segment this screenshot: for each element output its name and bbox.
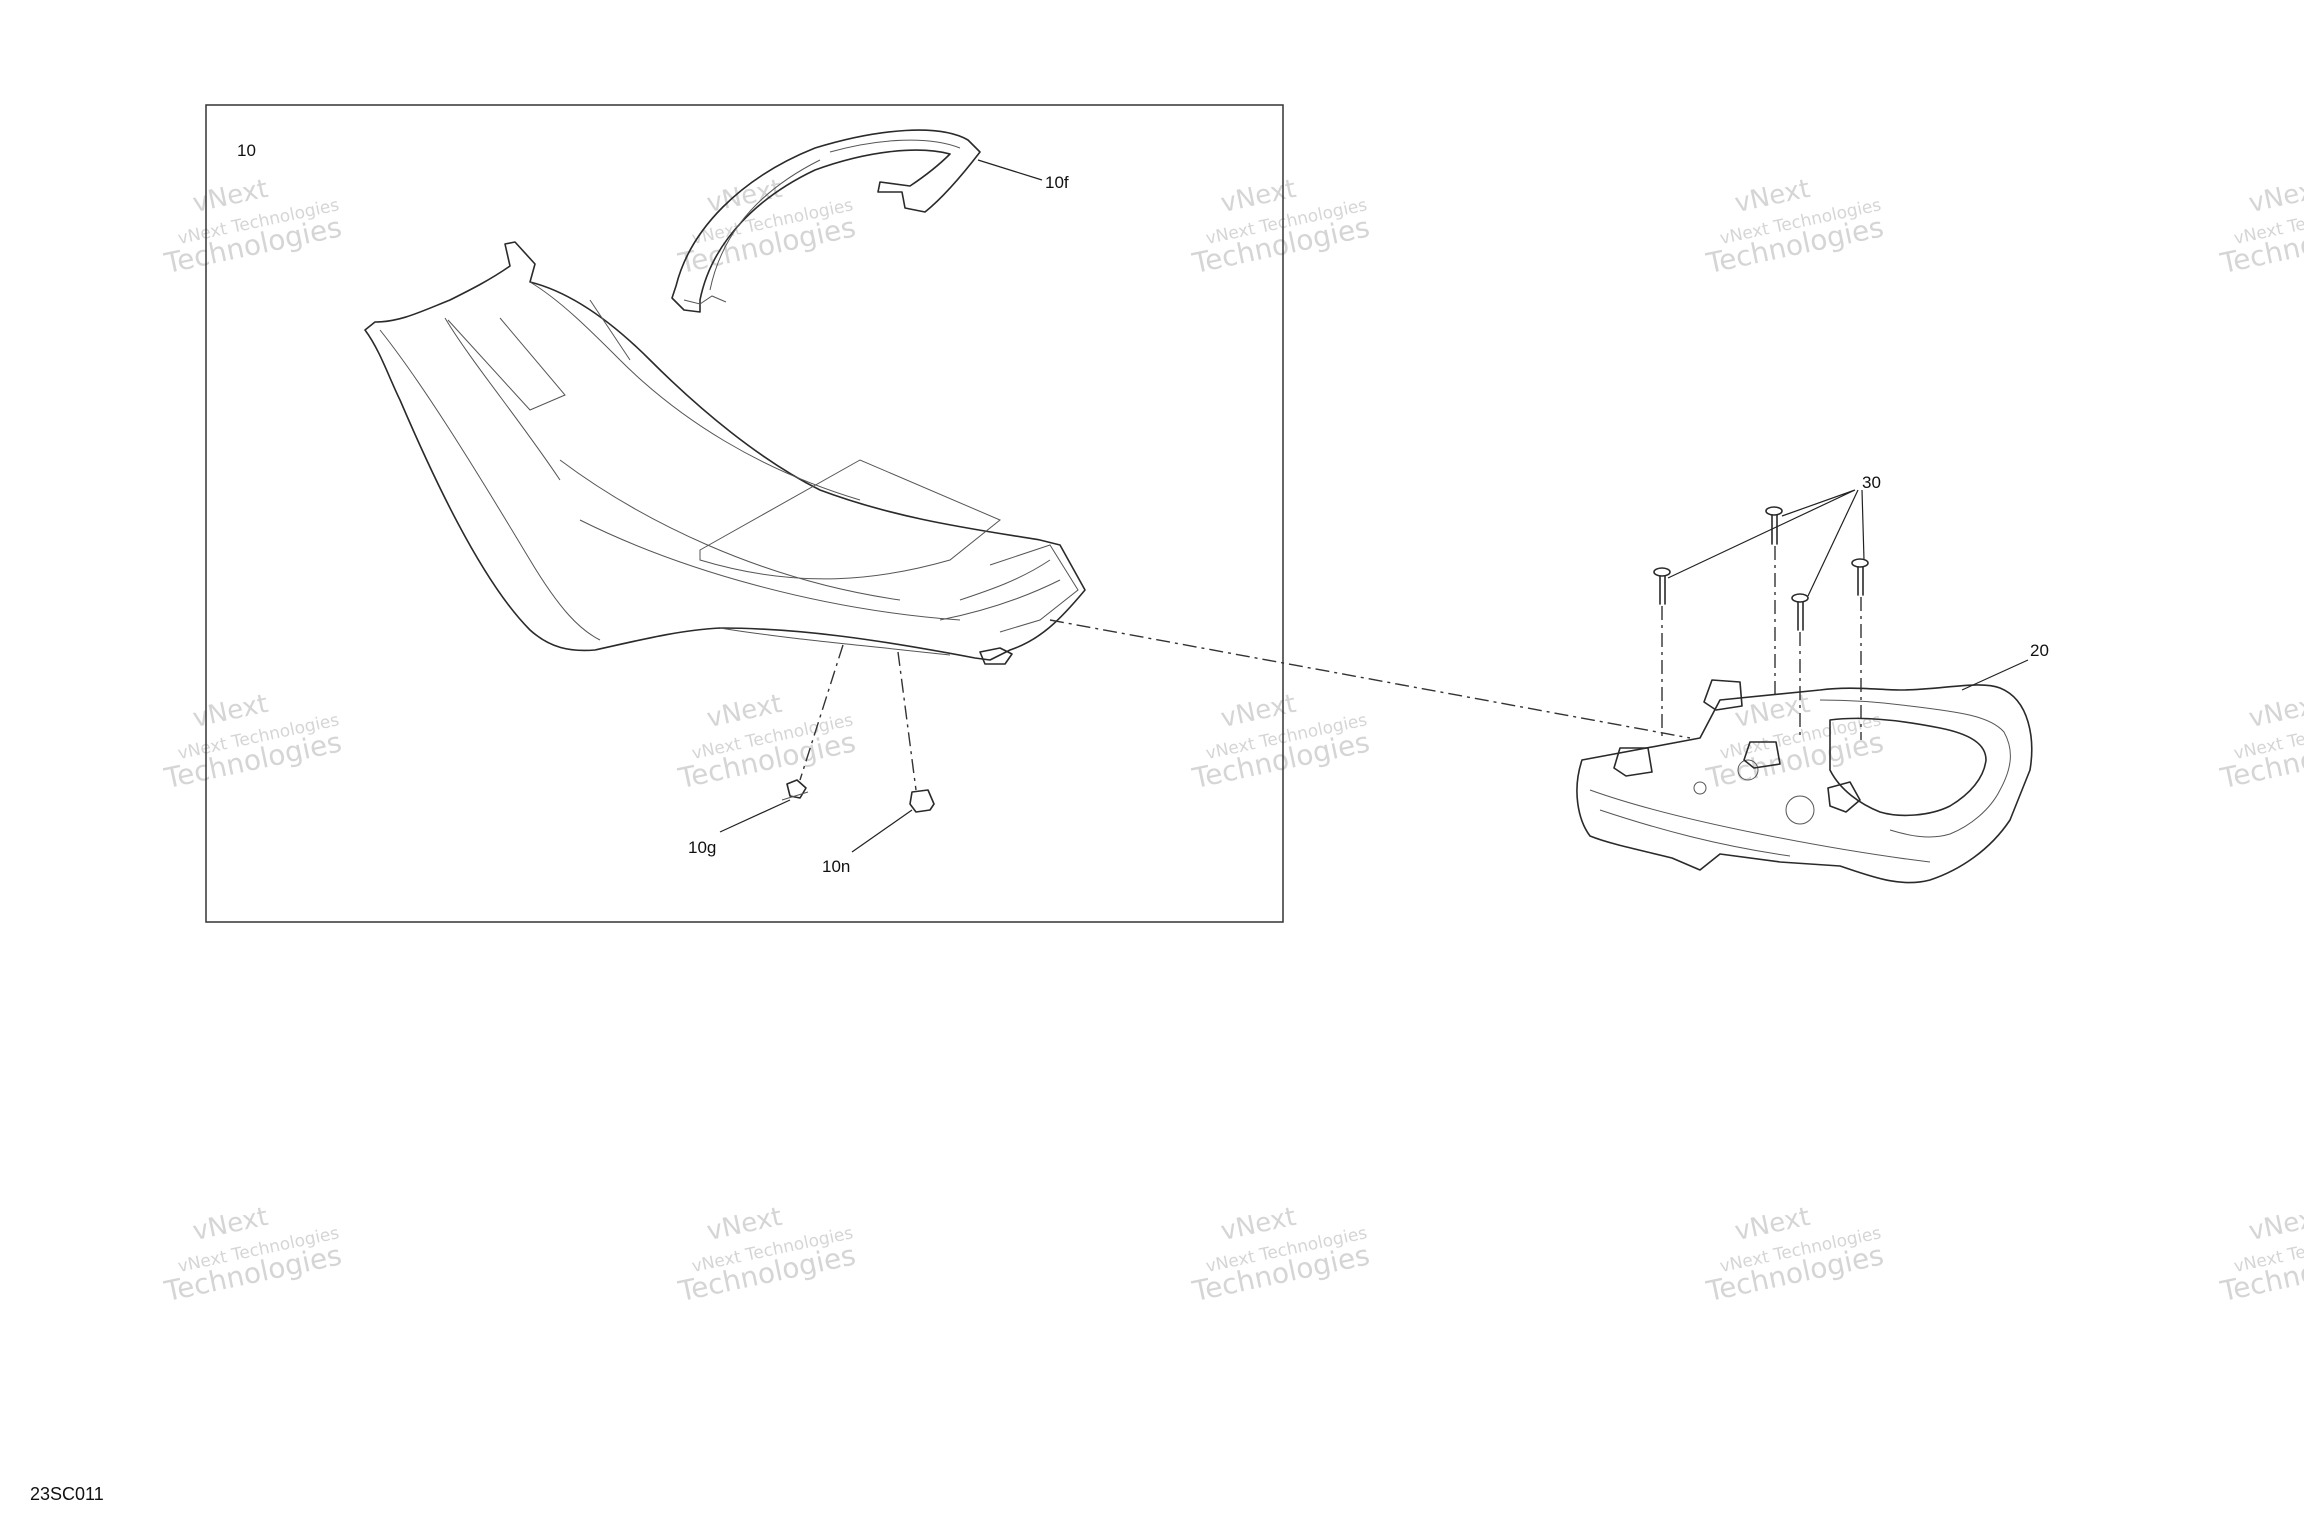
assembly-line-seat-to-rack: [1049, 619, 1691, 739]
callout-20: 20: [2030, 641, 2049, 660]
leader-10n: [851, 809, 913, 853]
group-number-label: 10: [237, 141, 256, 160]
watermark-text: vNext: [2246, 1202, 2304, 1247]
document-code: 23SC011: [30, 1484, 104, 1504]
rear-rack-20[interactable]: [1576, 679, 2033, 884]
callout-30: 30: [1862, 473, 1881, 492]
watermark-text: vNext: [2246, 689, 2304, 734]
callout-10n: 10n: [822, 857, 850, 876]
assembly-line-10g: [799, 644, 844, 781]
leader-10f: [977, 159, 1043, 181]
leader-30: [1667, 489, 1865, 597]
clip-10g[interactable]: [781, 779, 809, 801]
callout-10g: 10g: [688, 838, 716, 857]
assembly-line-10n: [897, 651, 917, 791]
watermark-text: vNext: [2246, 174, 2304, 219]
callout-10f: 10f: [1045, 173, 1069, 192]
leader-20: [1961, 659, 2029, 691]
nut-10n[interactable]: [909, 789, 935, 813]
seat-strap-10f[interactable]: [671, 129, 981, 313]
bolts-30[interactable]: [1653, 506, 1869, 631]
group-frame: [205, 104, 1284, 923]
leader-10g: [719, 799, 791, 833]
seat-10[interactable]: [364, 241, 1086, 665]
